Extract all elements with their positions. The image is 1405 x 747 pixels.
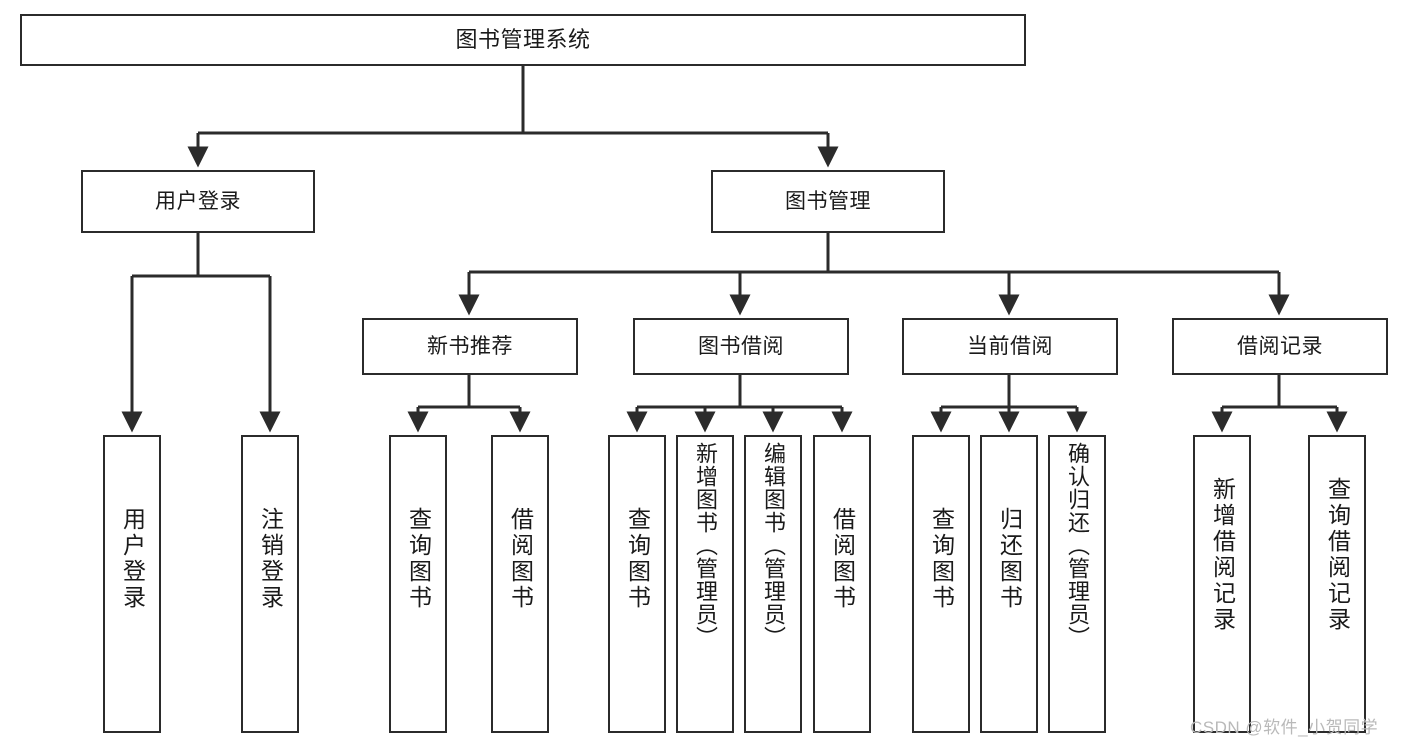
node-leaf-query-record[interactable]: 查询借阅记录 [1308, 435, 1366, 733]
node-leaf-add-record[interactable]: 新增借阅记录 [1193, 435, 1251, 733]
node-root[interactable]: 图书管理系统 [20, 14, 1026, 66]
node-current-borrow-label: 当前借阅 [967, 334, 1053, 358]
node-leaf-return-book-label: 归还图书 [996, 507, 1023, 611]
node-leaf-add-book[interactable]: 新增图书（管理员） [676, 435, 734, 733]
node-root-label: 图书管理系统 [455, 26, 591, 52]
node-leaf-query-book-2-label: 查询图书 [624, 507, 651, 611]
node-leaf-query-record-label: 查询借阅记录 [1324, 477, 1351, 633]
node-leaf-edit-book-label: 编辑图书（管理员） [761, 442, 786, 649]
node-leaf-query-book-3-label: 查询图书 [928, 507, 955, 611]
node-new-book-rec-label: 新书推荐 [427, 334, 513, 358]
node-leaf-confirm-return[interactable]: 确认归还（管理员） [1048, 435, 1106, 733]
node-new-book-rec[interactable]: 新书推荐 [362, 318, 578, 375]
node-leaf-borrow-book-1-label: 借阅图书 [507, 507, 534, 611]
node-borrow-record-label: 借阅记录 [1237, 334, 1323, 358]
node-book-borrow-label: 图书借阅 [698, 334, 784, 358]
node-leaf-borrow-book-1[interactable]: 借阅图书 [491, 435, 549, 733]
node-borrow-record[interactable]: 借阅记录 [1172, 318, 1388, 375]
csdn-watermark: CSDN @软件_小贺同学 [1190, 718, 1379, 737]
node-leaf-confirm-return-label: 确认归还（管理员） [1065, 442, 1090, 649]
node-current-borrow[interactable]: 当前借阅 [902, 318, 1118, 375]
node-user-login-label: 用户登录 [155, 189, 241, 213]
node-leaf-query-book-2[interactable]: 查询图书 [608, 435, 666, 733]
node-book-manage-label: 图书管理 [785, 189, 871, 213]
node-leaf-query-book-3[interactable]: 查询图书 [912, 435, 970, 733]
node-leaf-logout[interactable]: 注销登录 [241, 435, 299, 733]
node-leaf-user-login[interactable]: 用户登录 [103, 435, 161, 733]
node-leaf-return-book[interactable]: 归还图书 [980, 435, 1038, 733]
node-leaf-user-login-label: 用户登录 [119, 507, 146, 611]
node-leaf-query-book-1-label: 查询图书 [405, 507, 432, 611]
node-leaf-borrow-book-2[interactable]: 借阅图书 [813, 435, 871, 733]
node-leaf-logout-label: 注销登录 [257, 507, 284, 611]
node-book-manage[interactable]: 图书管理 [711, 170, 945, 233]
node-leaf-add-record-label: 新增借阅记录 [1209, 477, 1236, 633]
node-leaf-add-book-label: 新增图书（管理员） [693, 442, 718, 649]
node-leaf-borrow-book-2-label: 借阅图书 [829, 507, 856, 611]
node-user-login[interactable]: 用户登录 [81, 170, 315, 233]
node-book-borrow[interactable]: 图书借阅 [633, 318, 849, 375]
node-leaf-edit-book[interactable]: 编辑图书（管理员） [744, 435, 802, 733]
node-leaf-query-book-1[interactable]: 查询图书 [389, 435, 447, 733]
